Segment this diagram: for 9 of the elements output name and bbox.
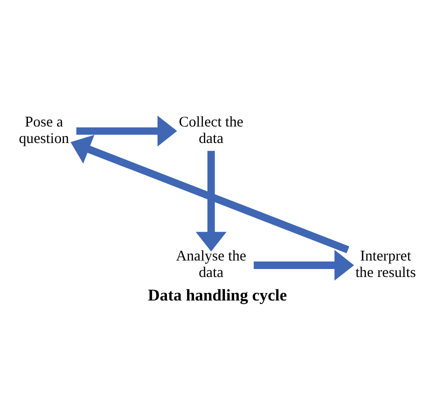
arrow (196, 150, 227, 251)
arrow (254, 249, 354, 280)
arrow (70, 134, 350, 253)
node-text: Analyse the data (176, 248, 246, 281)
arrow (76, 115, 178, 146)
node-text: Collect the data (178, 114, 244, 146)
node-text: Pose a question (18, 114, 70, 146)
diagram-title: Data handling cycle (148, 285, 287, 304)
node-text: Interpret the results (355, 248, 416, 281)
